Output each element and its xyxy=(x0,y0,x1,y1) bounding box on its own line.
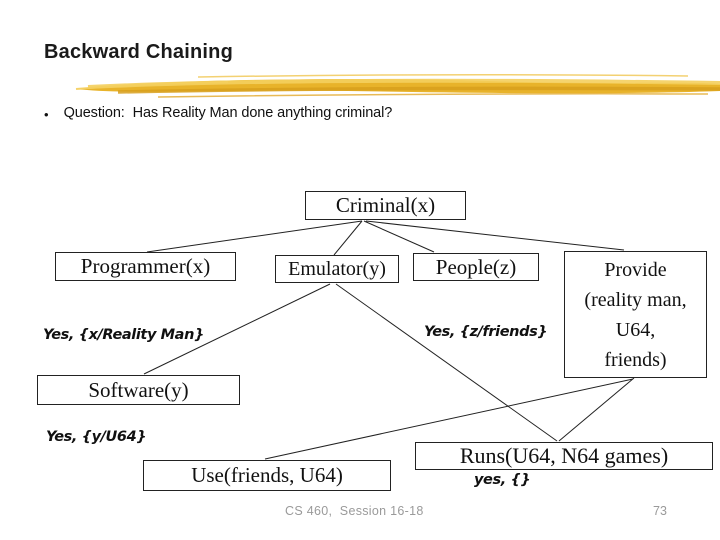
edge-emulator-to-runs xyxy=(335,283,558,442)
edge-criminal-to-people xyxy=(363,220,435,253)
bullet-icon: • xyxy=(44,107,49,122)
node-provide: Provide (reality man, U64, friends) xyxy=(564,251,707,378)
node-runs: Runs(U64, N64 games) xyxy=(415,442,713,470)
edge-criminal-to-emulator xyxy=(333,220,363,256)
annotation-substitution-y: Yes, {y/U64} xyxy=(46,429,147,445)
node-use: Use(friends, U64) xyxy=(143,460,391,491)
node-software: Software(y) xyxy=(37,375,240,405)
node-criminal: Criminal(x) xyxy=(305,191,466,220)
question-text: Question: Has Reality Man done anything … xyxy=(63,105,393,121)
annotation-substitution-empty: yes, {} xyxy=(474,472,531,488)
annotation-substitution-x: Yes, {x/Reality Man} xyxy=(43,327,204,343)
node-emulator: Emulator(y) xyxy=(275,255,399,283)
edge-provide-to-runs xyxy=(558,377,635,442)
brush-stroke-decoration xyxy=(75,73,720,98)
edge-criminal-to-programmer xyxy=(146,220,363,253)
node-people: People(z) xyxy=(413,253,539,281)
footer-course-session: CS 460, Session 16-18 xyxy=(285,504,424,518)
edge-criminal-to-provide xyxy=(365,220,625,251)
node-programmer: Programmer(x) xyxy=(55,252,236,281)
question-bullet: • Question: Has Reality Man done anythin… xyxy=(44,105,392,122)
slide-title: Backward Chaining xyxy=(44,41,233,63)
annotation-substitution-z: Yes, {z/friends} xyxy=(424,324,548,340)
footer-page-number: 73 xyxy=(653,504,667,518)
